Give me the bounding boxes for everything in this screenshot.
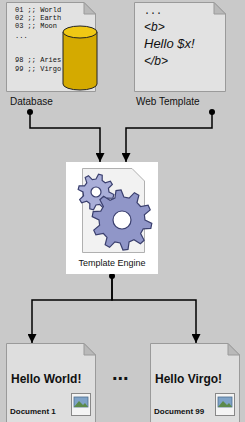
connector xyxy=(112,274,196,343)
code-line: <b> xyxy=(144,21,165,35)
junction-dot xyxy=(27,109,33,115)
image-icon xyxy=(216,394,235,416)
page-outline xyxy=(151,344,240,422)
image-icon-hill xyxy=(74,401,88,407)
document-text: Hello Virgo! xyxy=(155,373,222,387)
image-icon-picture xyxy=(218,397,232,407)
connector xyxy=(30,110,100,162)
template-page: ... <b> Hello $x! </b> Web Template xyxy=(134,2,226,110)
connector xyxy=(126,110,212,162)
record-line: 03 ;; Moon xyxy=(15,22,57,30)
node-label: Template Engine xyxy=(66,258,158,268)
code-line: Hello $x! xyxy=(144,37,195,52)
database-cylinder xyxy=(63,32,97,90)
image-icon-hill xyxy=(218,401,232,407)
record-line: 01 ;; World xyxy=(15,6,61,14)
node-label: Web Template xyxy=(136,96,200,108)
document-text: Hello World! xyxy=(11,373,81,387)
record-line: 02 ;; Earth xyxy=(15,14,61,22)
page-fold xyxy=(84,344,96,356)
engine-box: Template Engine xyxy=(66,162,158,274)
record-line: 98 ;; Aries xyxy=(15,56,61,64)
node-label: Database xyxy=(10,96,53,108)
image-icon-picture xyxy=(74,397,88,407)
page-outline xyxy=(7,344,96,422)
connector xyxy=(32,274,112,343)
image-icon xyxy=(72,394,91,416)
database-page: 01 ;; World02 ;; Earth03 ;; Moon... 98 ;;… xyxy=(6,2,96,110)
page-outline xyxy=(135,3,226,92)
code-line: ... xyxy=(144,6,162,18)
page-fold xyxy=(84,3,96,15)
document-label: Document 1 xyxy=(10,407,56,416)
record-line: 99 ;; Virgo xyxy=(15,65,61,73)
gear-hub xyxy=(113,211,131,229)
node-shape xyxy=(66,162,158,274)
engine-ground xyxy=(66,162,158,274)
document-label: Document 99 xyxy=(154,407,204,416)
output-document: Hello Virgo! Document 99 xyxy=(150,343,240,422)
page-fold xyxy=(228,344,240,356)
output-document: Hello World! Document 1 xyxy=(6,343,96,422)
code-line: </b> xyxy=(144,55,168,69)
ellipsis-label: ... xyxy=(112,362,129,385)
gear-hub xyxy=(91,187,101,197)
large-gear xyxy=(92,190,152,250)
record-line: ... xyxy=(15,32,28,40)
page-fold xyxy=(214,3,226,15)
junction-dot xyxy=(209,109,215,115)
database-cylinder-top xyxy=(63,26,97,38)
